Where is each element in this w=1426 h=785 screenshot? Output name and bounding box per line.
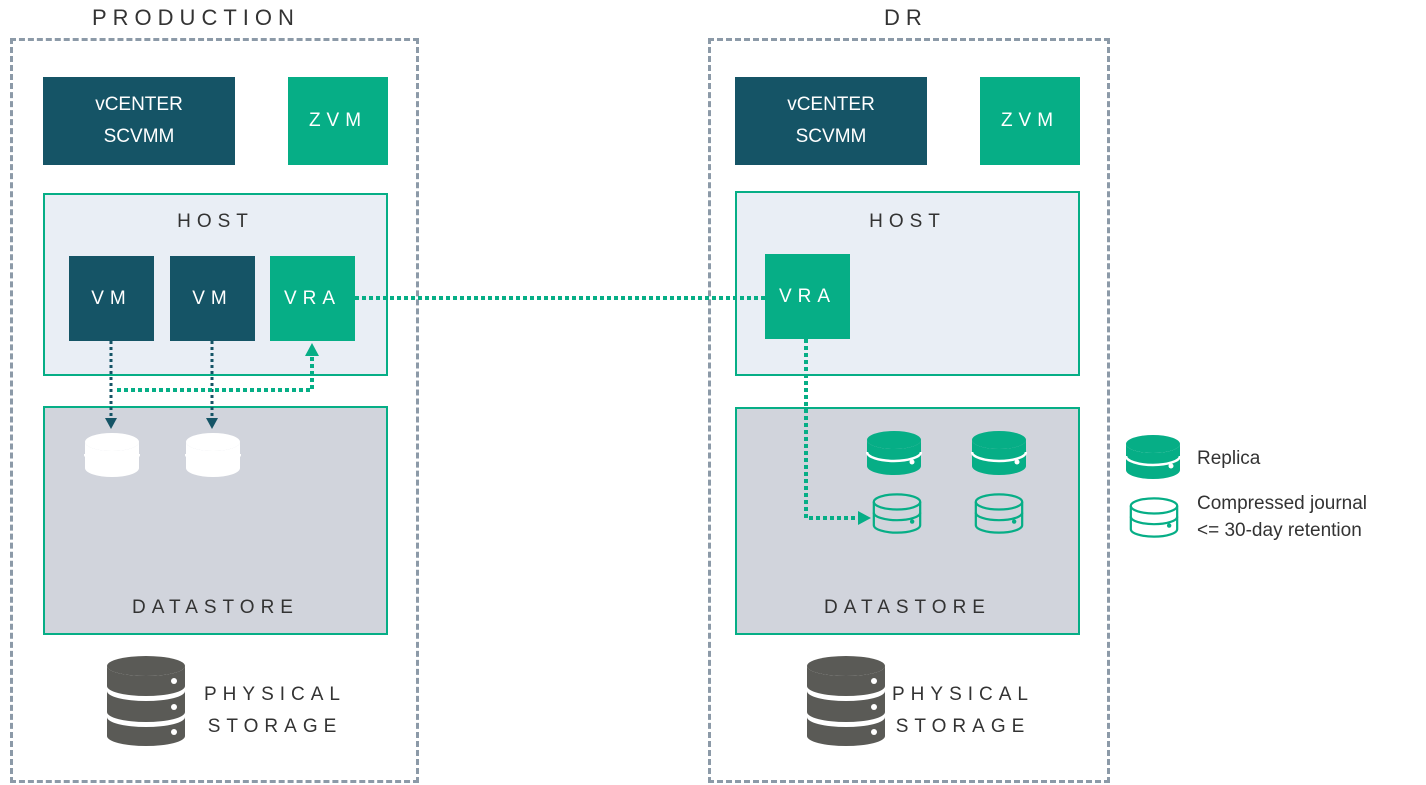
production-physical-storage-label: PHYSICAL STORAGE [200, 679, 350, 743]
dr-physical-line1: PHYSICAL [892, 684, 1034, 705]
dr-host-label: HOST [869, 211, 946, 232]
production-vcenter-line2: SCVMM [103, 126, 175, 147]
dr-zvm-box: ZVM [980, 77, 1080, 165]
legend-journal-line1: Compressed journal [1197, 493, 1368, 514]
dr-replica-disk-2-icon [971, 430, 1027, 476]
production-host-label: HOST [177, 211, 254, 232]
legend-journal-icon [1129, 497, 1179, 538]
dr-journal-disk-2-icon [974, 493, 1024, 534]
production-vm-1: VM [69, 256, 154, 341]
production-title: PRODUCTION [92, 5, 300, 30]
production-vcenter-line1: vCENTER [95, 94, 183, 115]
dr-datastore-label: DATASTORE [824, 597, 991, 618]
dr-site-frame [708, 38, 1110, 783]
production-physical-storage-icon [106, 655, 186, 747]
legend-journal-line2: <= 30-day retention [1197, 520, 1362, 541]
production-disk-1-icon [84, 432, 140, 478]
production-vra: VRA [270, 256, 355, 341]
production-disk-2-icon [185, 432, 241, 478]
dr-physical-storage-icon [806, 655, 886, 747]
production-site-frame [10, 38, 419, 783]
dr-vcenter-line2: SCVMM [795, 126, 867, 147]
dr-physical-storage-label: PHYSICAL STORAGE [888, 679, 1038, 743]
legend-replica-icon [1125, 434, 1181, 480]
production-zvm-box: ZVM [288, 77, 388, 165]
legend-journal-label: Compressed journal <= 30-day retention [1197, 490, 1367, 544]
dr-physical-line2: STORAGE [895, 716, 1031, 737]
dr-title: DR [884, 5, 928, 30]
production-physical-line2: STORAGE [207, 716, 343, 737]
dr-vcenter-box: vCENTER SCVMM [735, 77, 927, 165]
production-vcenter-box: vCENTER SCVMM [43, 77, 235, 165]
production-datastore-label: DATASTORE [132, 597, 299, 618]
legend-replica-label: Replica [1197, 448, 1261, 469]
dr-vra: VRA [765, 254, 850, 339]
dr-journal-disk-1-icon [872, 493, 922, 534]
production-vm-2: VM [170, 256, 255, 341]
production-physical-line1: PHYSICAL [204, 684, 346, 705]
dr-vcenter-line1: vCENTER [787, 94, 875, 115]
dr-replica-disk-1-icon [866, 430, 922, 476]
